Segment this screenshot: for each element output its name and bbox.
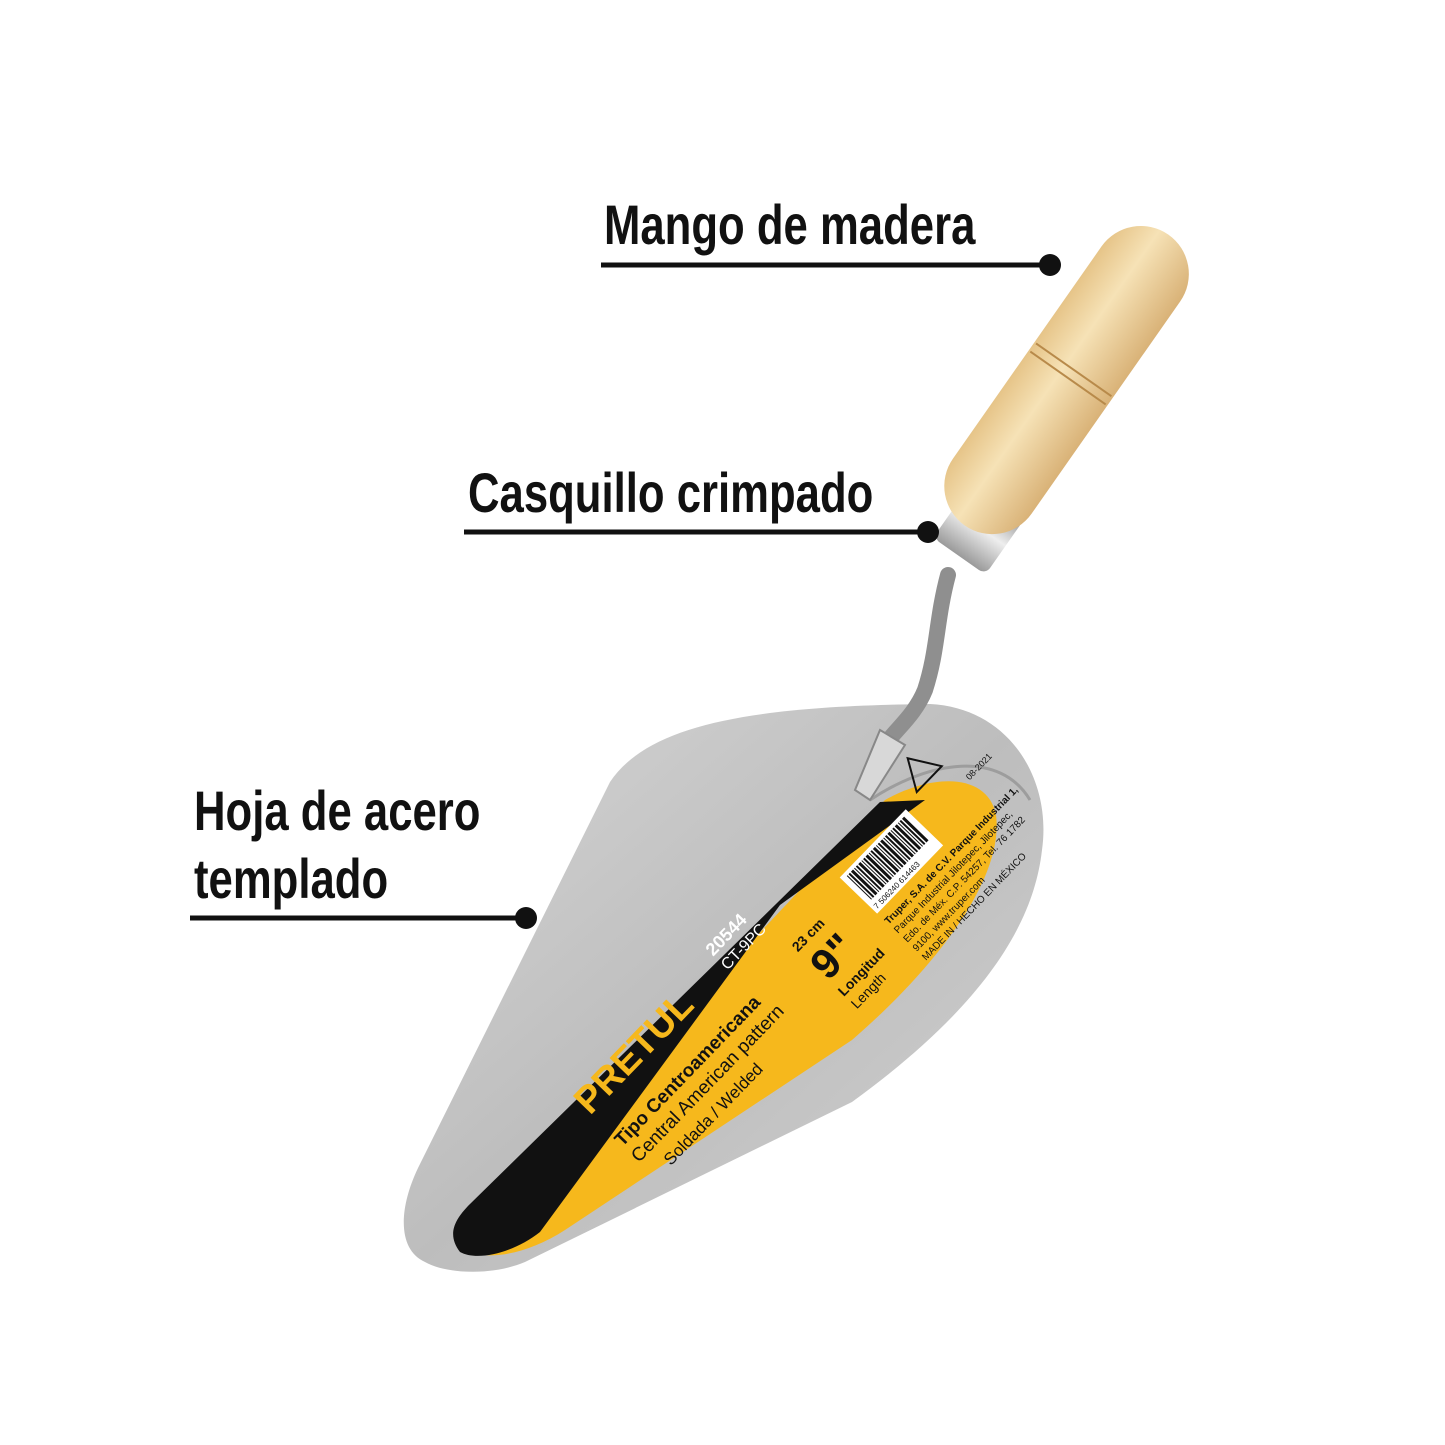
barcode-bar (899, 819, 926, 845)
barcode-bar (890, 829, 916, 855)
barcode-bar (884, 835, 911, 861)
barcode-bar (892, 827, 919, 853)
barcode-bar (846, 875, 872, 900)
barcode-bar (863, 857, 889, 883)
barcode-bar (880, 839, 907, 866)
barcode-bar (858, 861, 885, 888)
callout-blade-line1: Hoja de acero (194, 779, 481, 842)
wooden-handle (944, 225, 1189, 535)
barcode-bar (883, 837, 909, 862)
barcode-bar (868, 852, 894, 877)
weld (853, 728, 907, 802)
callout-ferrule: Casquillo crimpado (468, 461, 874, 524)
barcode-bars (846, 816, 929, 900)
barcode-bar (854, 867, 880, 893)
barcode-bar (887, 831, 914, 858)
barcode-bar (875, 845, 902, 870)
barcode-bar (870, 850, 897, 876)
blade-fold (869, 764, 1032, 802)
barcode-bar (894, 824, 922, 850)
shank (877, 567, 956, 753)
barcode-bar (877, 842, 904, 868)
barcode (839, 809, 944, 914)
callout-dot-blade (515, 907, 537, 929)
callout-dot-handle (1039, 254, 1061, 276)
barcode-bar (855, 865, 882, 891)
warning-icon (906, 756, 944, 795)
callout-blade-line2: templado (194, 847, 389, 910)
barcode-bar (872, 846, 900, 873)
barcode-bar (848, 872, 875, 898)
label-black-band (453, 800, 925, 1256)
callout-handle: Mango de madera (604, 193, 976, 256)
barcode-bar (897, 822, 923, 847)
barcode-bar (901, 816, 929, 843)
callout-dot-ferrule (917, 521, 939, 543)
barcode-bar (861, 860, 887, 885)
barcode-bar (865, 854, 893, 881)
barcode-bar (850, 869, 878, 896)
